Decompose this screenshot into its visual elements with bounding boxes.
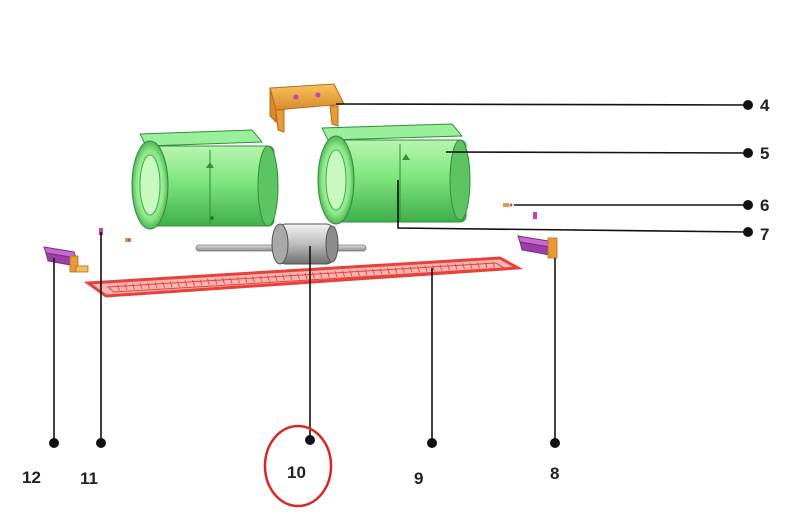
grille-bar <box>417 265 420 273</box>
right-fan-housing <box>317 123 471 225</box>
grille-bar <box>154 282 158 289</box>
grille-bar <box>304 272 308 280</box>
leader-5 <box>445 151 749 154</box>
grille-bar <box>439 264 443 271</box>
grille-bar <box>432 265 435 272</box>
grille-bar <box>394 267 398 274</box>
grille-bar <box>379 268 383 275</box>
small-screw-left <box>125 238 131 242</box>
small-screw-6 <box>503 203 513 207</box>
grille-bar <box>177 280 180 287</box>
dot-5 <box>743 148 753 158</box>
grille-bar <box>169 281 173 288</box>
callout-label-10: 10 <box>287 463 306 482</box>
grille-bar <box>409 266 413 273</box>
grille-bar <box>357 269 360 276</box>
grille-bar <box>199 279 203 286</box>
callout-label-11: 11 <box>80 469 98 488</box>
small-clip <box>533 212 537 219</box>
grille-bar <box>259 275 263 282</box>
grille-bar <box>327 271 330 278</box>
grille-bar <box>447 264 450 271</box>
grille-bar <box>349 270 353 277</box>
grille-bar <box>312 272 315 279</box>
grille-bar <box>214 278 218 285</box>
grille-bar <box>492 261 495 268</box>
grille-bar <box>282 274 285 281</box>
grille-bar <box>387 267 390 275</box>
grille-bar <box>334 271 338 278</box>
grille-bar <box>162 281 165 288</box>
dot-12 <box>49 438 59 448</box>
grille-bar <box>237 277 240 284</box>
dot-6 <box>743 200 753 210</box>
grille-bar <box>274 274 278 281</box>
callout-label-9: 9 <box>414 469 423 488</box>
grille-bar <box>192 279 195 287</box>
dot-11 <box>96 438 106 448</box>
dot-4 <box>743 100 753 110</box>
grille-bar <box>289 273 293 281</box>
dot-10 <box>305 435 315 445</box>
grille-bar <box>477 262 480 269</box>
grille-bar <box>364 269 368 276</box>
grille-bar <box>244 276 248 283</box>
grille-bar <box>124 283 128 291</box>
top-mounting-bracket <box>269 83 345 133</box>
grille-bar <box>229 277 233 284</box>
callout-label-5: 5 <box>760 144 769 163</box>
grille-bar <box>222 277 225 285</box>
blower-motor <box>195 223 367 265</box>
grille-bar <box>454 263 458 270</box>
left-side-bracket <box>43 246 89 273</box>
red-grille-tray <box>83 256 524 298</box>
grille-bar <box>297 273 300 280</box>
grille-bar <box>342 270 345 277</box>
callout-label-6: 6 <box>760 196 769 215</box>
grille-bar <box>469 262 473 269</box>
grille-bar <box>132 283 135 290</box>
callout-label-12: 12 <box>22 468 41 487</box>
leader-dots <box>49 100 753 448</box>
highlight-circle <box>263 424 333 508</box>
grille-bar <box>139 283 143 290</box>
grille-bar <box>484 261 488 269</box>
leader-4 <box>335 103 749 106</box>
grille-bar <box>402 266 405 274</box>
callout-label-8: 8 <box>550 464 559 483</box>
grille-bar <box>372 268 375 275</box>
callout-label-4: 4 <box>760 96 770 115</box>
grille-bar <box>147 282 150 289</box>
leader-lines <box>53 103 749 443</box>
grille-bar <box>462 263 465 270</box>
grille-bar <box>117 284 120 291</box>
left-fan-housing <box>131 129 279 230</box>
right-side-bracket <box>517 235 558 259</box>
dot-8 <box>550 438 560 448</box>
grille-bar <box>184 280 188 287</box>
grille-bar <box>319 271 323 279</box>
leader-7 <box>397 180 749 233</box>
small-clip-11 <box>99 228 103 235</box>
grille-mesh <box>117 261 495 291</box>
grille-bar <box>424 265 428 272</box>
grille-bar <box>267 275 270 282</box>
callout-label-7: 7 <box>760 225 769 244</box>
grille-bar <box>252 276 255 283</box>
grille-bar <box>207 278 210 286</box>
dot-7 <box>743 227 753 237</box>
dot-9 <box>427 438 437 448</box>
